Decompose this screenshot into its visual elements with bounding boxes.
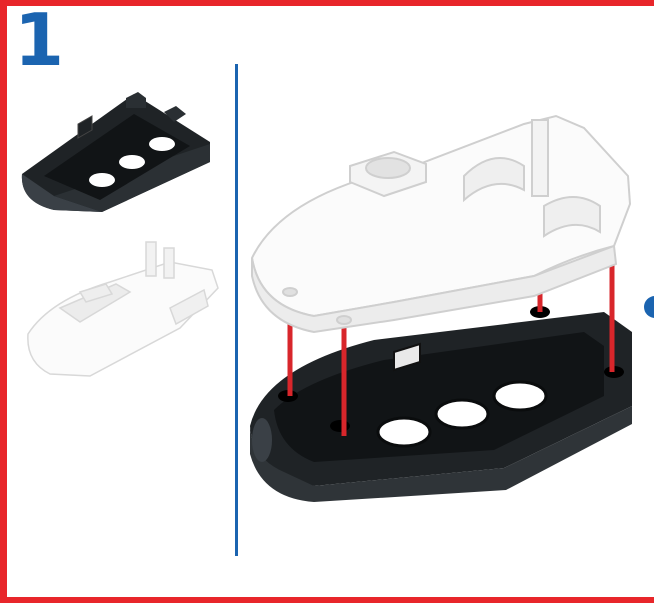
parts-list-black-base (14, 84, 224, 216)
black-base-part-icon (22, 92, 210, 212)
red-frame-bottom (0, 597, 654, 603)
next-step-indicator (644, 296, 654, 318)
parts-list-white-cover (20, 236, 230, 386)
white-cover-part-icon (28, 242, 218, 376)
red-frame-top (0, 0, 654, 6)
black-base-housing (250, 306, 632, 502)
red-frame-left (0, 0, 7, 603)
white-top-cover (252, 116, 630, 332)
step-number: 1 (14, 4, 62, 76)
step-divider (235, 64, 238, 556)
assembly-illustration (244, 106, 644, 506)
